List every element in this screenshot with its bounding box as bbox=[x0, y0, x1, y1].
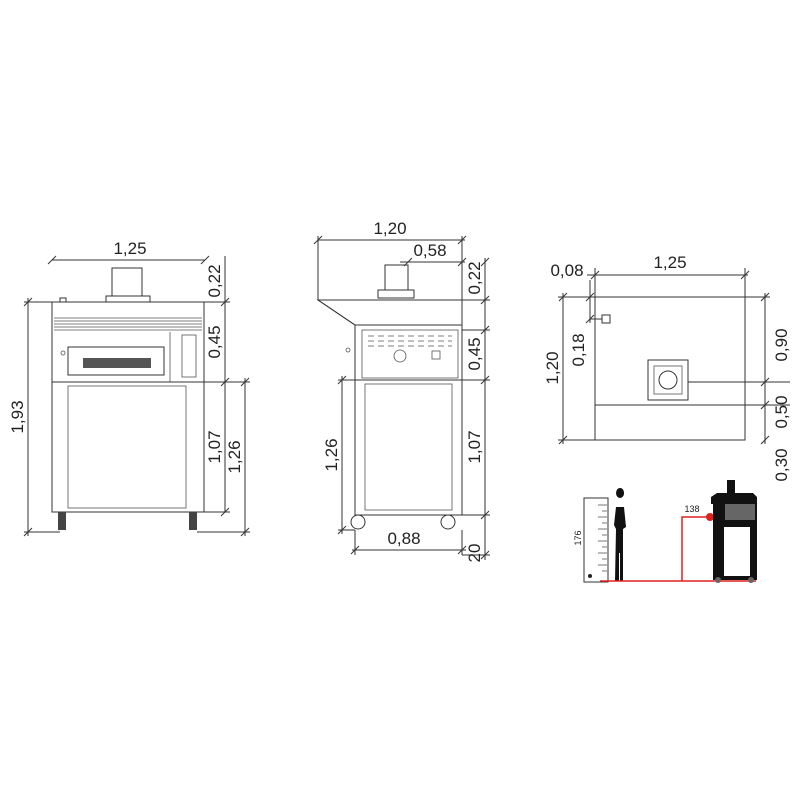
front-oven-window bbox=[83, 358, 151, 368]
person-silhouette-icon bbox=[614, 488, 626, 581]
top-edge-offset-label: 0,08 bbox=[550, 261, 583, 280]
side-oven-body bbox=[354, 324, 463, 381]
side-chimney-height-label: 0,22 bbox=[465, 261, 484, 294]
side-stand bbox=[354, 379, 463, 516]
front-stand-wheels-label: 1,26 bbox=[225, 440, 244, 473]
person-height-label: 176 bbox=[573, 530, 583, 545]
front-wheel-left bbox=[58, 512, 66, 530]
side-hood bbox=[316, 299, 463, 326]
oven-silhouette-icon bbox=[711, 480, 757, 583]
side-view: 1,20 0,58 0,22 0,45 1,07 20 1,26 0,88 bbox=[313, 219, 490, 563]
front-total-height-label: 1,93 bbox=[8, 400, 27, 433]
front-oven-height-label: 0,45 bbox=[205, 325, 224, 358]
front-wheel-right bbox=[189, 512, 197, 530]
front-chimney-flange bbox=[105, 295, 151, 303]
top-width-label: 1,25 bbox=[653, 253, 686, 272]
mouth-height-label: 138 bbox=[684, 504, 699, 514]
front-width-label: 1,25 bbox=[113, 239, 146, 258]
front-control-panel bbox=[181, 334, 197, 378]
front-chimney-height-label: 0,22 bbox=[205, 264, 224, 297]
top-burner-box bbox=[647, 359, 689, 401]
side-stand-wheels-label: 1,26 bbox=[322, 438, 341, 471]
top-rear-offset-label: 0,30 bbox=[772, 448, 791, 481]
top-burner-icon bbox=[658, 370, 678, 390]
side-wheel-left bbox=[350, 514, 366, 530]
front-chimney bbox=[111, 267, 143, 297]
top-flue-marker bbox=[601, 314, 611, 324]
top-burner-depth-label: 0,90 bbox=[772, 328, 791, 361]
side-control-panel bbox=[361, 329, 459, 379]
side-oven-height-label: 0,45 bbox=[465, 337, 484, 370]
top-burner-offset-label: 0,50 bbox=[772, 395, 791, 428]
side-knob bbox=[393, 349, 407, 363]
scale-figure: 176 138 bbox=[573, 480, 757, 583]
side-vents bbox=[368, 335, 452, 347]
side-base-depth-label: 0,88 bbox=[387, 529, 420, 548]
top-depth-label: 1,20 bbox=[543, 351, 562, 384]
side-chimney-offset-label: 0,58 bbox=[413, 241, 446, 260]
side-wheel-height-label: 20 bbox=[465, 544, 484, 563]
side-stand-height-label: 1,07 bbox=[465, 430, 484, 463]
ruler-ticks bbox=[598, 504, 607, 572]
side-wheel-right bbox=[440, 514, 456, 530]
front-vent-grille bbox=[54, 317, 202, 331]
mouth-height-line bbox=[681, 516, 710, 581]
front-stand-height-label: 1,07 bbox=[205, 430, 224, 463]
side-depth-label: 1,20 bbox=[373, 219, 406, 238]
front-stand bbox=[51, 381, 205, 513]
side-switch bbox=[431, 350, 441, 360]
side-chimney bbox=[384, 264, 409, 291]
mouth-height-marker bbox=[706, 513, 714, 521]
top-flue-offset-label: 0,18 bbox=[569, 333, 588, 366]
front-view: 1,25 0,22 0,45 1,07 1,26 1,93 bbox=[8, 239, 250, 537]
top-view: 1,25 0,08 1,20 0,18 0,90 0,50 0,30 bbox=[543, 253, 791, 482]
height-ruler bbox=[583, 497, 609, 583]
